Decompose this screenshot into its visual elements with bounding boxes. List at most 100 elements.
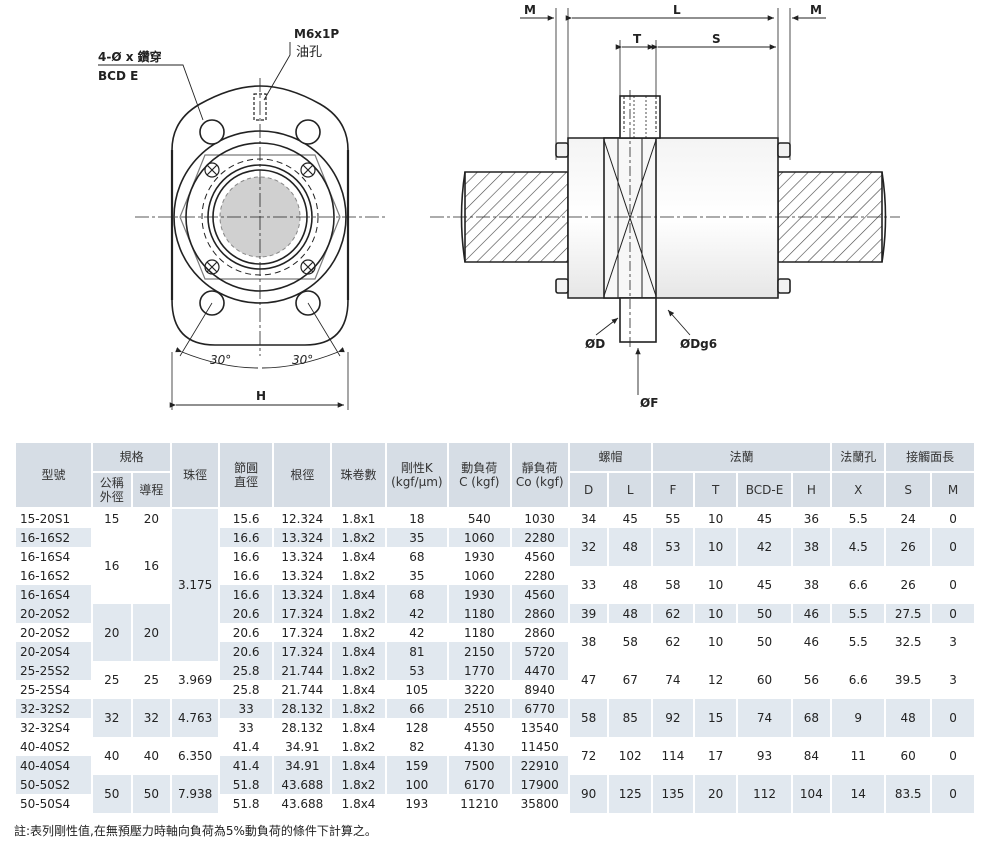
cell-M: 0 [930, 775, 976, 813]
cell-T: 10 [692, 623, 739, 661]
cell-pitch: 16.6 [218, 585, 275, 604]
cell-turns: 1.8x2 [330, 528, 387, 547]
cell-D: 47 [567, 661, 610, 699]
cell-BCDE: 42 [736, 528, 793, 566]
cell-S: 83.5 [884, 775, 933, 813]
cell-model: 16-16S4 [13, 547, 94, 566]
cell-model: 40-40S4 [13, 756, 94, 775]
th-col-m: M [930, 471, 976, 509]
cell-turns: 1.8x2 [330, 566, 387, 585]
cell-co: 2280 [509, 528, 570, 547]
cell-c: 1770 [447, 661, 512, 680]
cell-model: 25-25S4 [13, 680, 94, 699]
cell-M: 0 [930, 699, 976, 737]
cell-pitch: 25.8 [218, 680, 275, 699]
cell-co: 5720 [509, 642, 570, 661]
cell-co: 6770 [509, 699, 570, 718]
cell-c: 1930 [447, 585, 512, 604]
table-row: 40-40S2 40 40 6.350 41.4 34.91 1.8x2 82 … [13, 737, 976, 775]
cell-lead: 16 [130, 528, 173, 604]
cell-S: 26 [884, 566, 933, 604]
cell-c: 1060 [447, 528, 512, 547]
cell-F: 62 [651, 623, 695, 661]
cell-turns: 1.8x4 [330, 756, 387, 775]
spec-table: 型號 規格 珠徑 節圓 直徑 根徑 珠卷數 剛性K (kgf/μm) 動負荷 C… [13, 441, 976, 813]
cell-model: 32-32S2 [13, 699, 94, 718]
cell-k: 42 [384, 604, 450, 623]
cell-pitch: 51.8 [218, 794, 275, 813]
cell-turns: 1.8x2 [330, 699, 387, 718]
cell-ball: 6.350 [170, 737, 221, 775]
cell-ball: 3.175 [170, 508, 221, 661]
cell-L: 67 [607, 661, 654, 699]
cell-M: 0 [930, 528, 976, 566]
label-bcd: BCD E [98, 69, 138, 83]
th-wiper-group: 接觸面長 [884, 441, 976, 473]
cell-turns: 1.8x2 [330, 737, 387, 756]
cell-turns: 1.8x4 [330, 642, 387, 661]
cell-X: 6.6 [830, 566, 887, 604]
cell-pitch: 20.6 [218, 604, 275, 623]
cell-BCDE: 93 [736, 737, 793, 775]
table-row: 25-25S2 25 25 3.969 25.8 21.744 1.8x2 53… [13, 661, 976, 699]
cell-pitch: 15.6 [218, 508, 275, 528]
cell-F: 135 [651, 775, 695, 813]
cell-D: 72 [567, 737, 610, 775]
cell-c: 1180 [447, 623, 512, 642]
cell-S: 27.5 [884, 604, 933, 623]
th-spec-group: 規格 [91, 441, 173, 473]
cell-pitch: 20.6 [218, 623, 275, 642]
cell-co: 22910 [509, 756, 570, 775]
th-turns: 珠卷數 [330, 441, 387, 509]
cell-od: 25 [91, 661, 133, 699]
label-thread: M6x1P [294, 27, 339, 41]
cell-lead: 50 [130, 775, 173, 813]
cell-k: 81 [384, 642, 450, 661]
th-col-bcde: BCD-E [736, 471, 793, 509]
cell-F: 55 [651, 508, 695, 528]
cell-model: 25-25S2 [13, 661, 94, 680]
cell-c: 1060 [447, 566, 512, 585]
cell-pitch: 41.4 [218, 737, 275, 756]
th-lead: 導程 [130, 471, 173, 509]
cell-model: 16-16S2 [13, 528, 94, 547]
cell-co: 4560 [509, 547, 570, 566]
cell-turns: 1.8x4 [330, 547, 387, 566]
cell-D: 39 [567, 604, 610, 623]
cell-co: 2280 [509, 566, 570, 585]
cell-BCDE: 60 [736, 661, 793, 699]
cell-pitch: 33 [218, 718, 275, 737]
footnote: 註:表列剛性值,在無預壓力時軸向負荷為5%動負荷的條件下計算之。 [14, 824, 377, 838]
cell-k: 18 [384, 508, 450, 528]
cell-F: 114 [651, 737, 695, 775]
cell-H: 38 [790, 528, 833, 566]
th-flange-group: 法蘭 [651, 441, 833, 473]
table-row: 25-25S4 25.8 21.744 1.8x4 105 3220 8940 [13, 680, 975, 699]
cell-F: 74 [651, 661, 695, 699]
cell-root: 17.324 [272, 604, 333, 623]
cell-co: 35800 [509, 794, 570, 813]
cell-ball: 7.938 [170, 775, 221, 813]
cell-D: 34 [567, 508, 610, 528]
cell-co: 13540 [509, 718, 570, 737]
table-row: 16-16S2 16 16 16.6 13.324 1.8x2 35 1060 … [13, 528, 976, 604]
cell-L: 102 [607, 737, 654, 775]
label-d: ØD [585, 337, 605, 351]
cell-c: 2510 [447, 699, 512, 718]
cell-c: 7500 [447, 756, 512, 775]
cell-X: 5.5 [830, 623, 887, 661]
cell-model: 20-20S2 [13, 604, 94, 623]
table-row: 32-32S4 33 28.132 1.8x4 128 4550 13540 [13, 718, 975, 737]
cell-M: 3 [930, 661, 976, 699]
cell-lead: 40 [130, 737, 173, 775]
th-col-h: H [790, 471, 833, 509]
cell-root: 43.688 [272, 794, 333, 813]
label-angle-right: 30° [292, 353, 313, 367]
cell-pitch: 41.4 [218, 756, 275, 775]
cell-turns: 1.8x2 [330, 661, 387, 680]
th-dyn-load: 動負荷 C (kgf) [447, 441, 512, 509]
cell-c: 1180 [447, 604, 512, 623]
cell-D: 90 [567, 775, 610, 813]
cell-BCDE: 50 [736, 604, 793, 623]
cell-L: 125 [607, 775, 654, 813]
